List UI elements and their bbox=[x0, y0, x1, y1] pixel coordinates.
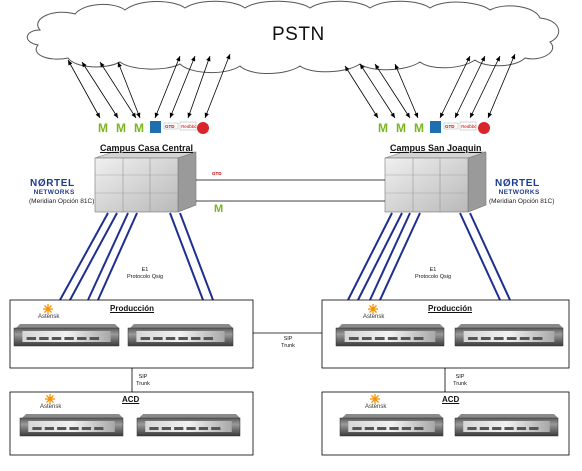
astensk-icon bbox=[43, 304, 53, 314]
pbx-model-left: (Meridian Opción 81C) bbox=[29, 198, 95, 205]
arrowhead bbox=[226, 54, 231, 60]
arrowhead bbox=[495, 56, 500, 62]
astensk-icon bbox=[370, 394, 380, 404]
production-title-left: Producción bbox=[110, 304, 155, 313]
arrowhead bbox=[204, 112, 209, 118]
movistar-logo: M bbox=[116, 121, 126, 135]
production-title-right: Producción bbox=[428, 304, 473, 313]
arrowhead bbox=[455, 112, 460, 118]
arrowhead bbox=[405, 112, 410, 118]
gtd-logo bbox=[163, 122, 179, 130]
astensk-logo-label: Astensk bbox=[38, 314, 60, 320]
arrowhead bbox=[487, 112, 492, 118]
rack-server bbox=[335, 324, 445, 347]
left-carrier-links bbox=[67, 53, 231, 119]
astensk-logo-label: Astensk bbox=[40, 404, 62, 410]
right-carrier-logos: M M M GTD Redbbc bbox=[378, 121, 490, 135]
rack-server bbox=[454, 414, 559, 437]
arrowhead bbox=[82, 62, 87, 68]
rack-server bbox=[136, 414, 241, 437]
telefonica-logo bbox=[430, 121, 441, 133]
entel-logo bbox=[179, 121, 197, 131]
svg-text:Redbbc: Redbbc bbox=[461, 124, 477, 129]
right-pbx-rack bbox=[384, 151, 487, 213]
svg-text:GTD: GTD bbox=[445, 124, 455, 129]
astensk-logo-label: Astensk bbox=[363, 314, 385, 320]
svg-text:GTD: GTD bbox=[212, 171, 222, 176]
rack-server bbox=[13, 324, 120, 347]
movistar-logo: M bbox=[396, 121, 406, 135]
inter-campus-links: GTD M bbox=[196, 171, 385, 215]
arrowhead bbox=[375, 64, 380, 70]
gtd-logo bbox=[212, 171, 226, 176]
astensk-icons bbox=[43, 304, 380, 404]
claro-logo bbox=[478, 122, 490, 134]
arrowhead bbox=[117, 62, 122, 68]
servers bbox=[13, 324, 564, 437]
left-pbx-rack bbox=[94, 151, 197, 213]
arrowhead bbox=[187, 112, 192, 118]
arrowhead bbox=[511, 54, 516, 60]
telefonica-logo bbox=[150, 121, 161, 133]
entel-logo bbox=[459, 121, 477, 131]
campus-right-title: Campus San Joaquin bbox=[390, 143, 482, 153]
right-carrier-links bbox=[344, 53, 516, 119]
gtd-logo bbox=[443, 122, 459, 130]
pstn-cloud bbox=[26, 0, 560, 74]
acd-title-left: ACD bbox=[122, 395, 140, 404]
arrowhead bbox=[191, 56, 196, 62]
left-carrier-logos: M M M GTD Redbbc bbox=[98, 121, 209, 135]
pstn-label: PSTN bbox=[272, 24, 325, 45]
astensk-logo-label: Astensk bbox=[365, 404, 387, 410]
nortel-logo-right: NØRTEL NETWORKS bbox=[495, 178, 540, 197]
claro-logo bbox=[197, 122, 209, 134]
arrowhead bbox=[113, 112, 118, 118]
pbx-model-right: (Meridian Opción 81C) bbox=[489, 198, 555, 205]
movistar-logo: M bbox=[214, 203, 223, 215]
nortel-logo-left: NØRTEL NETWORKS bbox=[30, 178, 75, 197]
e1-label-right: E1 Protocolo Qsig bbox=[414, 267, 452, 280]
sip-label-middle: SIP Trunk bbox=[281, 336, 295, 349]
rack-server bbox=[454, 324, 564, 347]
astensk-icon bbox=[368, 304, 378, 314]
movistar-logo: M bbox=[134, 121, 144, 135]
arrowhead bbox=[206, 56, 211, 62]
arrowhead bbox=[480, 56, 485, 62]
arrowhead bbox=[136, 112, 141, 118]
e1-links bbox=[59, 212, 511, 301]
sip-label-right: SIP Trunk bbox=[453, 374, 467, 387]
movistar-logo: M bbox=[378, 121, 388, 135]
arrowheads bbox=[68, 54, 516, 118]
arrowhead bbox=[360, 64, 365, 70]
arrowhead bbox=[414, 112, 419, 118]
movistar-logo: M bbox=[98, 121, 108, 135]
arrowhead bbox=[465, 56, 470, 62]
svg-text:Redbbc: Redbbc bbox=[181, 124, 197, 129]
arrowhead bbox=[100, 62, 105, 68]
acd-title-right: ACD bbox=[442, 395, 460, 404]
e1-label-left: E1 Protocolo Qsig bbox=[126, 267, 164, 280]
arrowhead bbox=[154, 112, 159, 118]
arrowhead bbox=[169, 112, 174, 118]
sip-label-left: SIP Trunk bbox=[136, 374, 150, 387]
arrowhead bbox=[394, 64, 399, 70]
rack-server bbox=[339, 414, 444, 437]
arrowhead bbox=[131, 112, 136, 118]
movistar-logo: M bbox=[414, 121, 424, 135]
arrowhead bbox=[390, 112, 395, 118]
astensk-icon bbox=[45, 394, 55, 404]
arrowhead bbox=[68, 60, 73, 66]
arrowhead bbox=[440, 112, 445, 118]
svg-text:GTD: GTD bbox=[165, 124, 175, 129]
campus-left-title: Campus Casa Central bbox=[100, 143, 194, 153]
arrowhead bbox=[373, 112, 378, 118]
arrowhead bbox=[470, 112, 475, 118]
arrowhead bbox=[176, 56, 181, 62]
rack-server bbox=[127, 324, 234, 347]
arrowhead bbox=[345, 66, 350, 72]
rack-server bbox=[19, 414, 124, 437]
arrowhead bbox=[95, 112, 100, 118]
